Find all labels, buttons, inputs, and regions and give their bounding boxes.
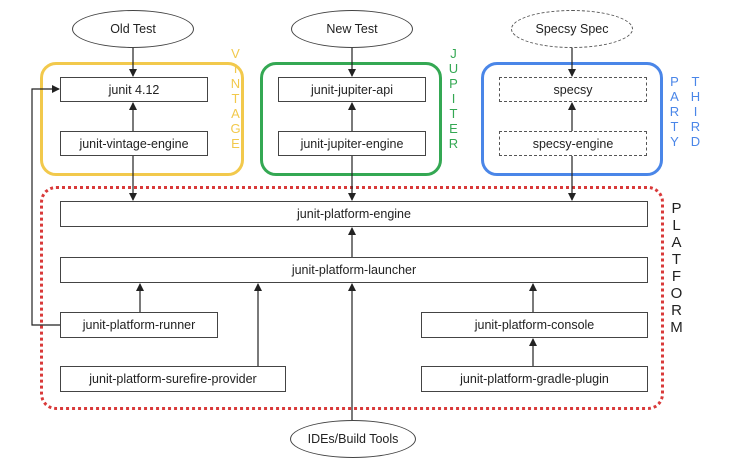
- ides-build-tools-oval: IDEs/Build Tools: [290, 420, 416, 458]
- junit-jupiter-engine-box: junit-jupiter-engine: [278, 131, 426, 156]
- new-test-oval: New Test: [291, 10, 413, 48]
- third-party-label-line1: THIRD: [688, 74, 703, 149]
- specsy-box: specsy: [499, 77, 647, 102]
- specsy-engine-box: specsy-engine: [499, 131, 647, 156]
- junit-4-12-box: junit 4.12: [60, 77, 208, 102]
- junit-vintage-engine-box: junit-vintage-engine: [60, 131, 208, 156]
- junit-platform-surefire-provider-box: junit-platform-surefire-provider: [60, 366, 286, 392]
- jupiter-label: JUPITER: [446, 46, 461, 151]
- jupiter-group: [260, 62, 442, 176]
- junit-platform-runner-box: junit-platform-runner: [60, 312, 218, 338]
- specsy-spec-oval: Specsy Spec: [511, 10, 633, 48]
- vintage-label: VINTAGE: [228, 46, 243, 151]
- third-party-label-line2: PARTY: [667, 74, 682, 149]
- junit-jupiter-api-box: junit-jupiter-api: [278, 77, 426, 102]
- old-test-oval: Old Test: [72, 10, 194, 48]
- junit-platform-launcher-box: junit-platform-launcher: [60, 257, 648, 283]
- platform-label: PLATFORM: [668, 200, 685, 336]
- junit-platform-gradle-plugin-box: junit-platform-gradle-plugin: [421, 366, 648, 392]
- junit-platform-engine-box: junit-platform-engine: [60, 201, 648, 227]
- junit-platform-console-box: junit-platform-console: [421, 312, 648, 338]
